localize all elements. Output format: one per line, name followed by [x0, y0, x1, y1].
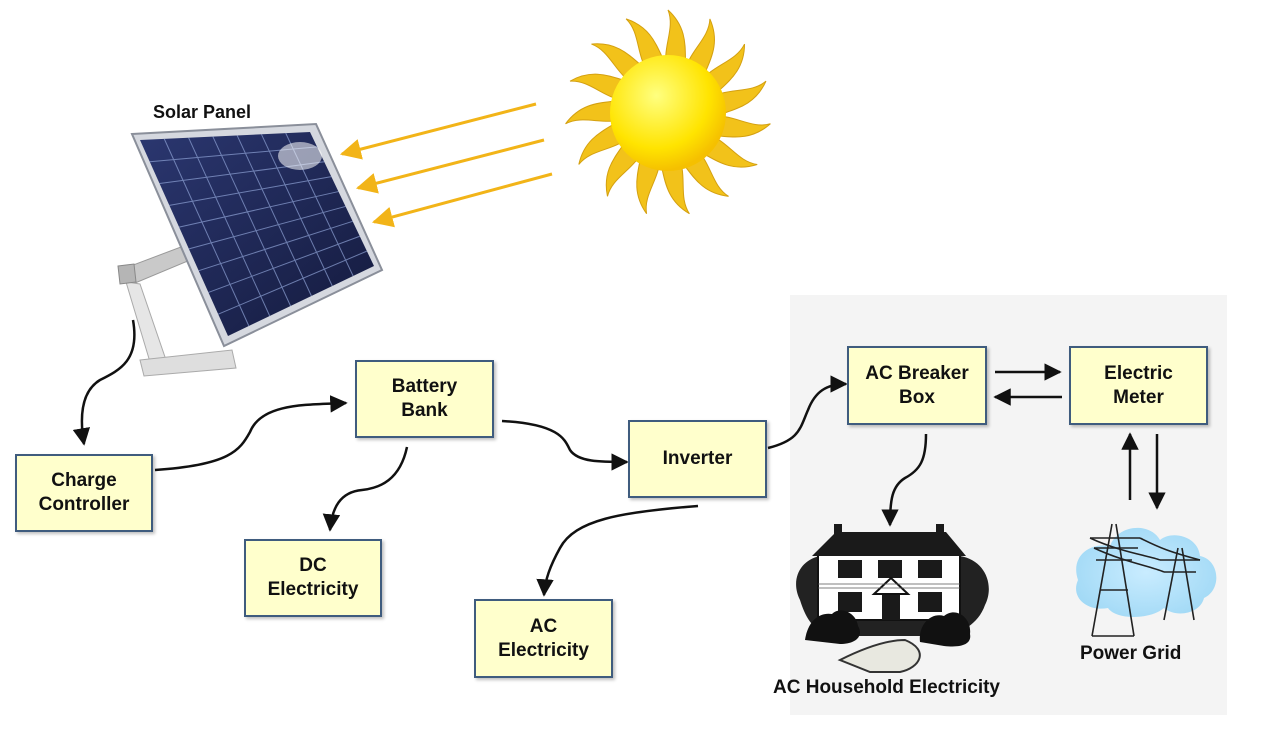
sun-icon [565, 9, 771, 215]
battery-bank-line-1: Battery [391, 376, 458, 397]
connector-inverter-to-breaker [767, 375, 848, 450]
house-icon [796, 524, 989, 673]
ac-breaker-line-1: AC Breaker [865, 362, 969, 384]
ac-breaker-line-2: Box [899, 386, 935, 408]
household-label: AC Household Electricity [773, 677, 1000, 698]
charge-controller-line-1: Charge [51, 470, 117, 491]
ac-electricity-line-2: Electricity [498, 639, 589, 661]
electric-meter-line-2: Meter [1113, 386, 1164, 408]
power-grid-icon [1076, 523, 1217, 637]
connector-controller-to-battery [154, 395, 348, 472]
flow-connectors [72, 319, 1166, 597]
connector-breaker-to-house [881, 433, 928, 527]
connector-panel-to-controller [72, 319, 136, 446]
ac-electricity-line-1: AC [529, 615, 558, 637]
inverter-box: Inverter [628, 420, 767, 498]
sunlight-arrows [339, 102, 553, 228]
dc-electricity-box: DC Electricity [244, 539, 382, 617]
power-grid-label: Power Grid [1080, 643, 1182, 664]
battery-bank-line-2: Bank [401, 400, 448, 421]
solar-panel-icon [117, 122, 384, 377]
solar-panel-label: Solar Panel [153, 102, 252, 122]
connector-inverter-to-ac [536, 504, 699, 597]
electric-meter-box: Electric Meter [1069, 346, 1208, 425]
inverter-line-1: Inverter [662, 448, 733, 469]
ac-breaker-box: AC Breaker Box [847, 346, 987, 425]
connector-battery-to-dc [322, 446, 409, 532]
connector-battery-to-inverter [501, 419, 629, 471]
electric-meter-line-1: Electric [1104, 362, 1173, 384]
charge-controller-line-2: Controller [38, 494, 130, 515]
battery-bank-box: Battery Bank [355, 360, 494, 438]
dc-electricity-line-2: Electricity [267, 579, 359, 600]
dc-electricity-line-1: DC [299, 555, 327, 576]
ac-electricity-box: AC Electricity [474, 599, 613, 678]
charge-controller-box: Charge Controller [15, 454, 153, 532]
